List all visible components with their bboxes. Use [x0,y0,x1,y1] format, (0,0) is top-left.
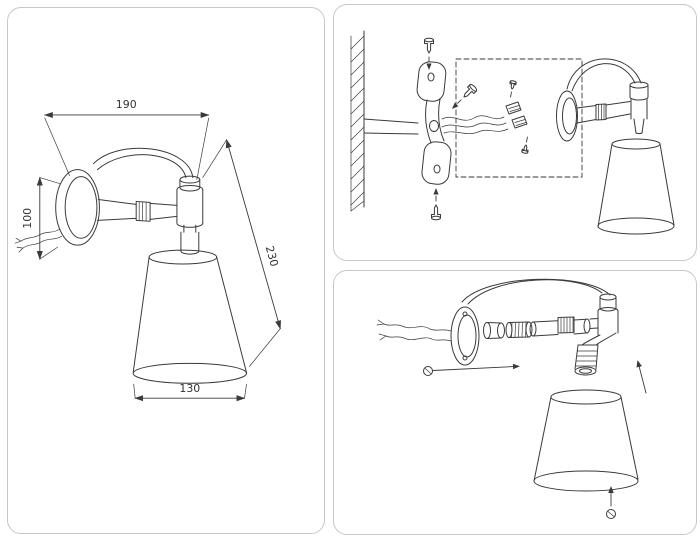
dim-backplate-label: 100 [21,208,34,229]
assembly-drawing [376,278,647,519]
cord-arc [461,278,611,305]
screw-side-icon [451,83,478,110]
wall-mounting-drawing [350,30,675,235]
wall-section [350,30,365,212]
power-wire [14,228,63,253]
mounting-stem [363,118,419,135]
screw-top-icon [424,37,434,70]
lamp-holder [176,175,204,255]
screw-bottom-icon [431,188,441,221]
dim-shade-label: 130 [179,382,200,395]
dimension-backplate: 100 [21,176,61,260]
lamp-cord [92,147,194,179]
terminal-screw-icon [509,80,517,98]
fixing-screw-leader [423,363,520,376]
dim-height-label: 230 [263,244,281,268]
bottom-screw-icon [606,486,616,519]
socket-threads [574,344,599,376]
lamp-arm [96,198,178,222]
wiring [441,115,509,135]
junction-box-outline [455,58,583,178]
terminal-screw2-icon [521,136,529,154]
dimension-height: 230 [202,138,282,367]
dim-width-label: 190 [116,98,137,111]
arm-parts-exploded [483,316,599,339]
shade [533,389,639,492]
panel-wall-mounting [333,4,697,261]
supply-wires [376,319,452,342]
wall-plate [55,169,100,246]
lamp-shade [132,249,247,384]
wall-plate [450,306,480,366]
dimension-width: 190 [43,98,210,180]
lamp-dimension-drawing: 190 100 230 130 [14,98,282,402]
lamp-preview [556,58,675,235]
panel-dimensioned-drawing: 190 100 230 130 [7,7,325,534]
mounting-bracket [416,61,452,185]
holder-tee [581,293,619,346]
shade-up-arrow-icon [636,360,647,394]
dimension-shade: 130 [133,382,247,402]
wire-connector-icon [505,101,528,129]
panel-assembly [333,270,697,535]
